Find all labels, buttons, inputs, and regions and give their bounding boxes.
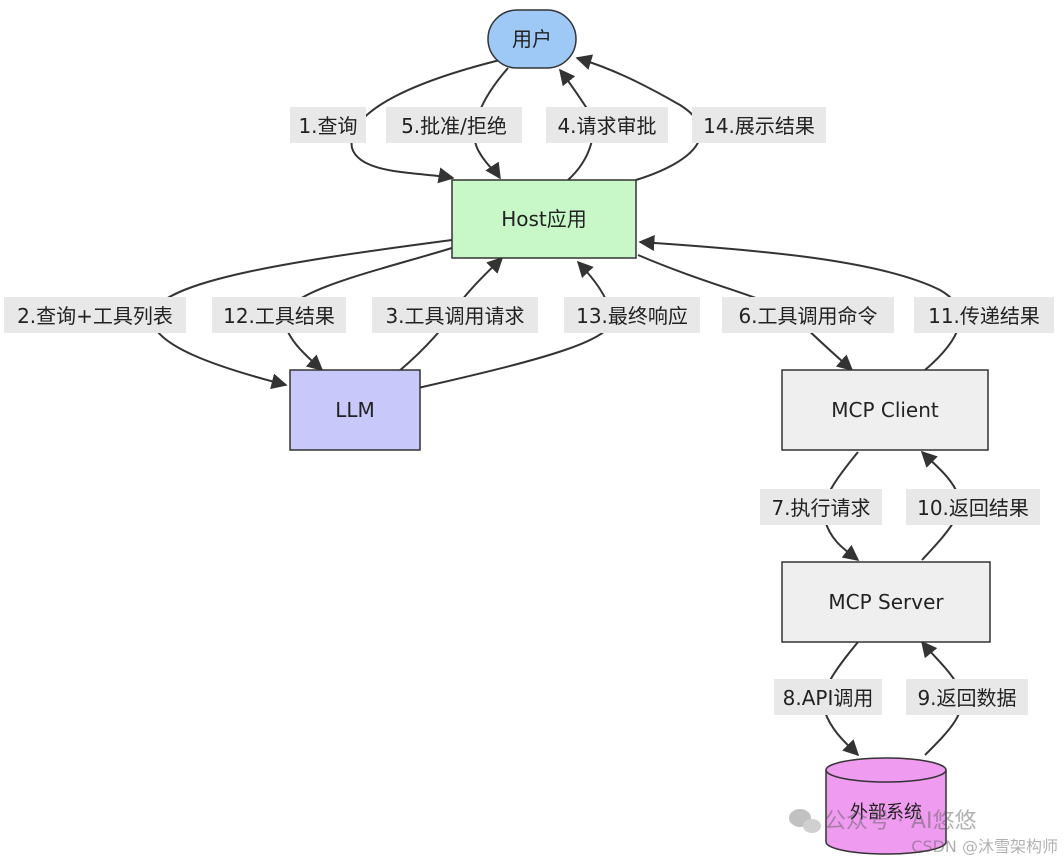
edge-label-2: 2.查询+工具列表: [4, 297, 186, 333]
edge-11: [638, 234, 961, 371]
svg-text:MCP Client: MCP Client: [831, 398, 939, 422]
edge-label-9: 9.返回数据: [906, 679, 1028, 715]
svg-text:6.工具调用命令: 6.工具调用命令: [738, 304, 877, 328]
svg-text:Host应用: Host应用: [501, 207, 587, 231]
edge-label-6: 6.工具调用命令: [722, 297, 894, 333]
svg-text:外部系统: 外部系统: [850, 802, 922, 823]
node-mcp-server: MCP Server: [781, 561, 991, 643]
svg-text:7.执行请求: 7.执行请求: [771, 496, 870, 520]
svg-text:11.传递结果: 11.传递结果: [928, 304, 1040, 328]
svg-text:用户: 用户: [512, 27, 552, 51]
svg-text:5.批准/拒绝: 5.批准/拒绝: [401, 114, 507, 138]
edge-label-1: 1.查询: [290, 107, 366, 143]
edge-label-12: 12.工具结果: [212, 297, 346, 333]
svg-text:MCP Server: MCP Server: [828, 590, 944, 614]
watermark: 公众号 · AI悠悠 CSDN @沐雪架构师: [789, 809, 1058, 856]
node-user: 用户: [487, 9, 577, 69]
node-mcp-client: MCP Client: [781, 369, 989, 451]
svg-text:10.返回结果: 10.返回结果: [917, 496, 1029, 520]
edge-1: [350, 59, 501, 184]
svg-text:12.工具结果: 12.工具结果: [223, 304, 335, 328]
svg-text:CSDN @沐雪架构师: CSDN @沐雪架构师: [911, 837, 1058, 856]
node-host: Host应用: [451, 179, 637, 259]
edge-label-10: 10.返回结果: [906, 489, 1040, 525]
svg-text:LLM: LLM: [335, 398, 375, 422]
svg-text:13.最终响应: 13.最终响应: [576, 304, 688, 328]
svg-text:8.API调用: 8.API调用: [783, 686, 874, 710]
edge-14: [575, 54, 702, 181]
svg-text:3.工具调用请求: 3.工具调用请求: [385, 304, 524, 328]
edge-label-3: 3.工具调用请求: [372, 297, 538, 333]
node-external-system: 外部系统: [825, 757, 947, 855]
edge-5: [473, 67, 509, 180]
edge-label-13: 13.最终响应: [564, 297, 700, 333]
svg-text:2.查询+工具列表: 2.查询+工具列表: [17, 304, 173, 328]
edge-label-7: 7.执行请求: [760, 489, 882, 525]
edge-label-4: 4.请求审批: [546, 107, 668, 143]
node-llm: LLM: [289, 369, 421, 451]
svg-text:4.请求审批: 4.请求审批: [557, 114, 656, 138]
svg-text:公众号 · AI悠悠: 公众号 · AI悠悠: [824, 809, 977, 834]
edge-label-11: 11.传递结果: [914, 297, 1054, 333]
edge-label-5: 5.批准/拒绝: [386, 107, 522, 143]
edge-label-8: 8.API调用: [774, 679, 882, 715]
svg-text:9.返回数据: 9.返回数据: [917, 686, 1016, 710]
svg-text:1.查询: 1.查询: [298, 114, 357, 138]
wechat-icon: [789, 809, 821, 833]
edge-label-14: 14.展示结果: [692, 107, 826, 143]
svg-text:14.展示结果: 14.展示结果: [703, 114, 815, 138]
